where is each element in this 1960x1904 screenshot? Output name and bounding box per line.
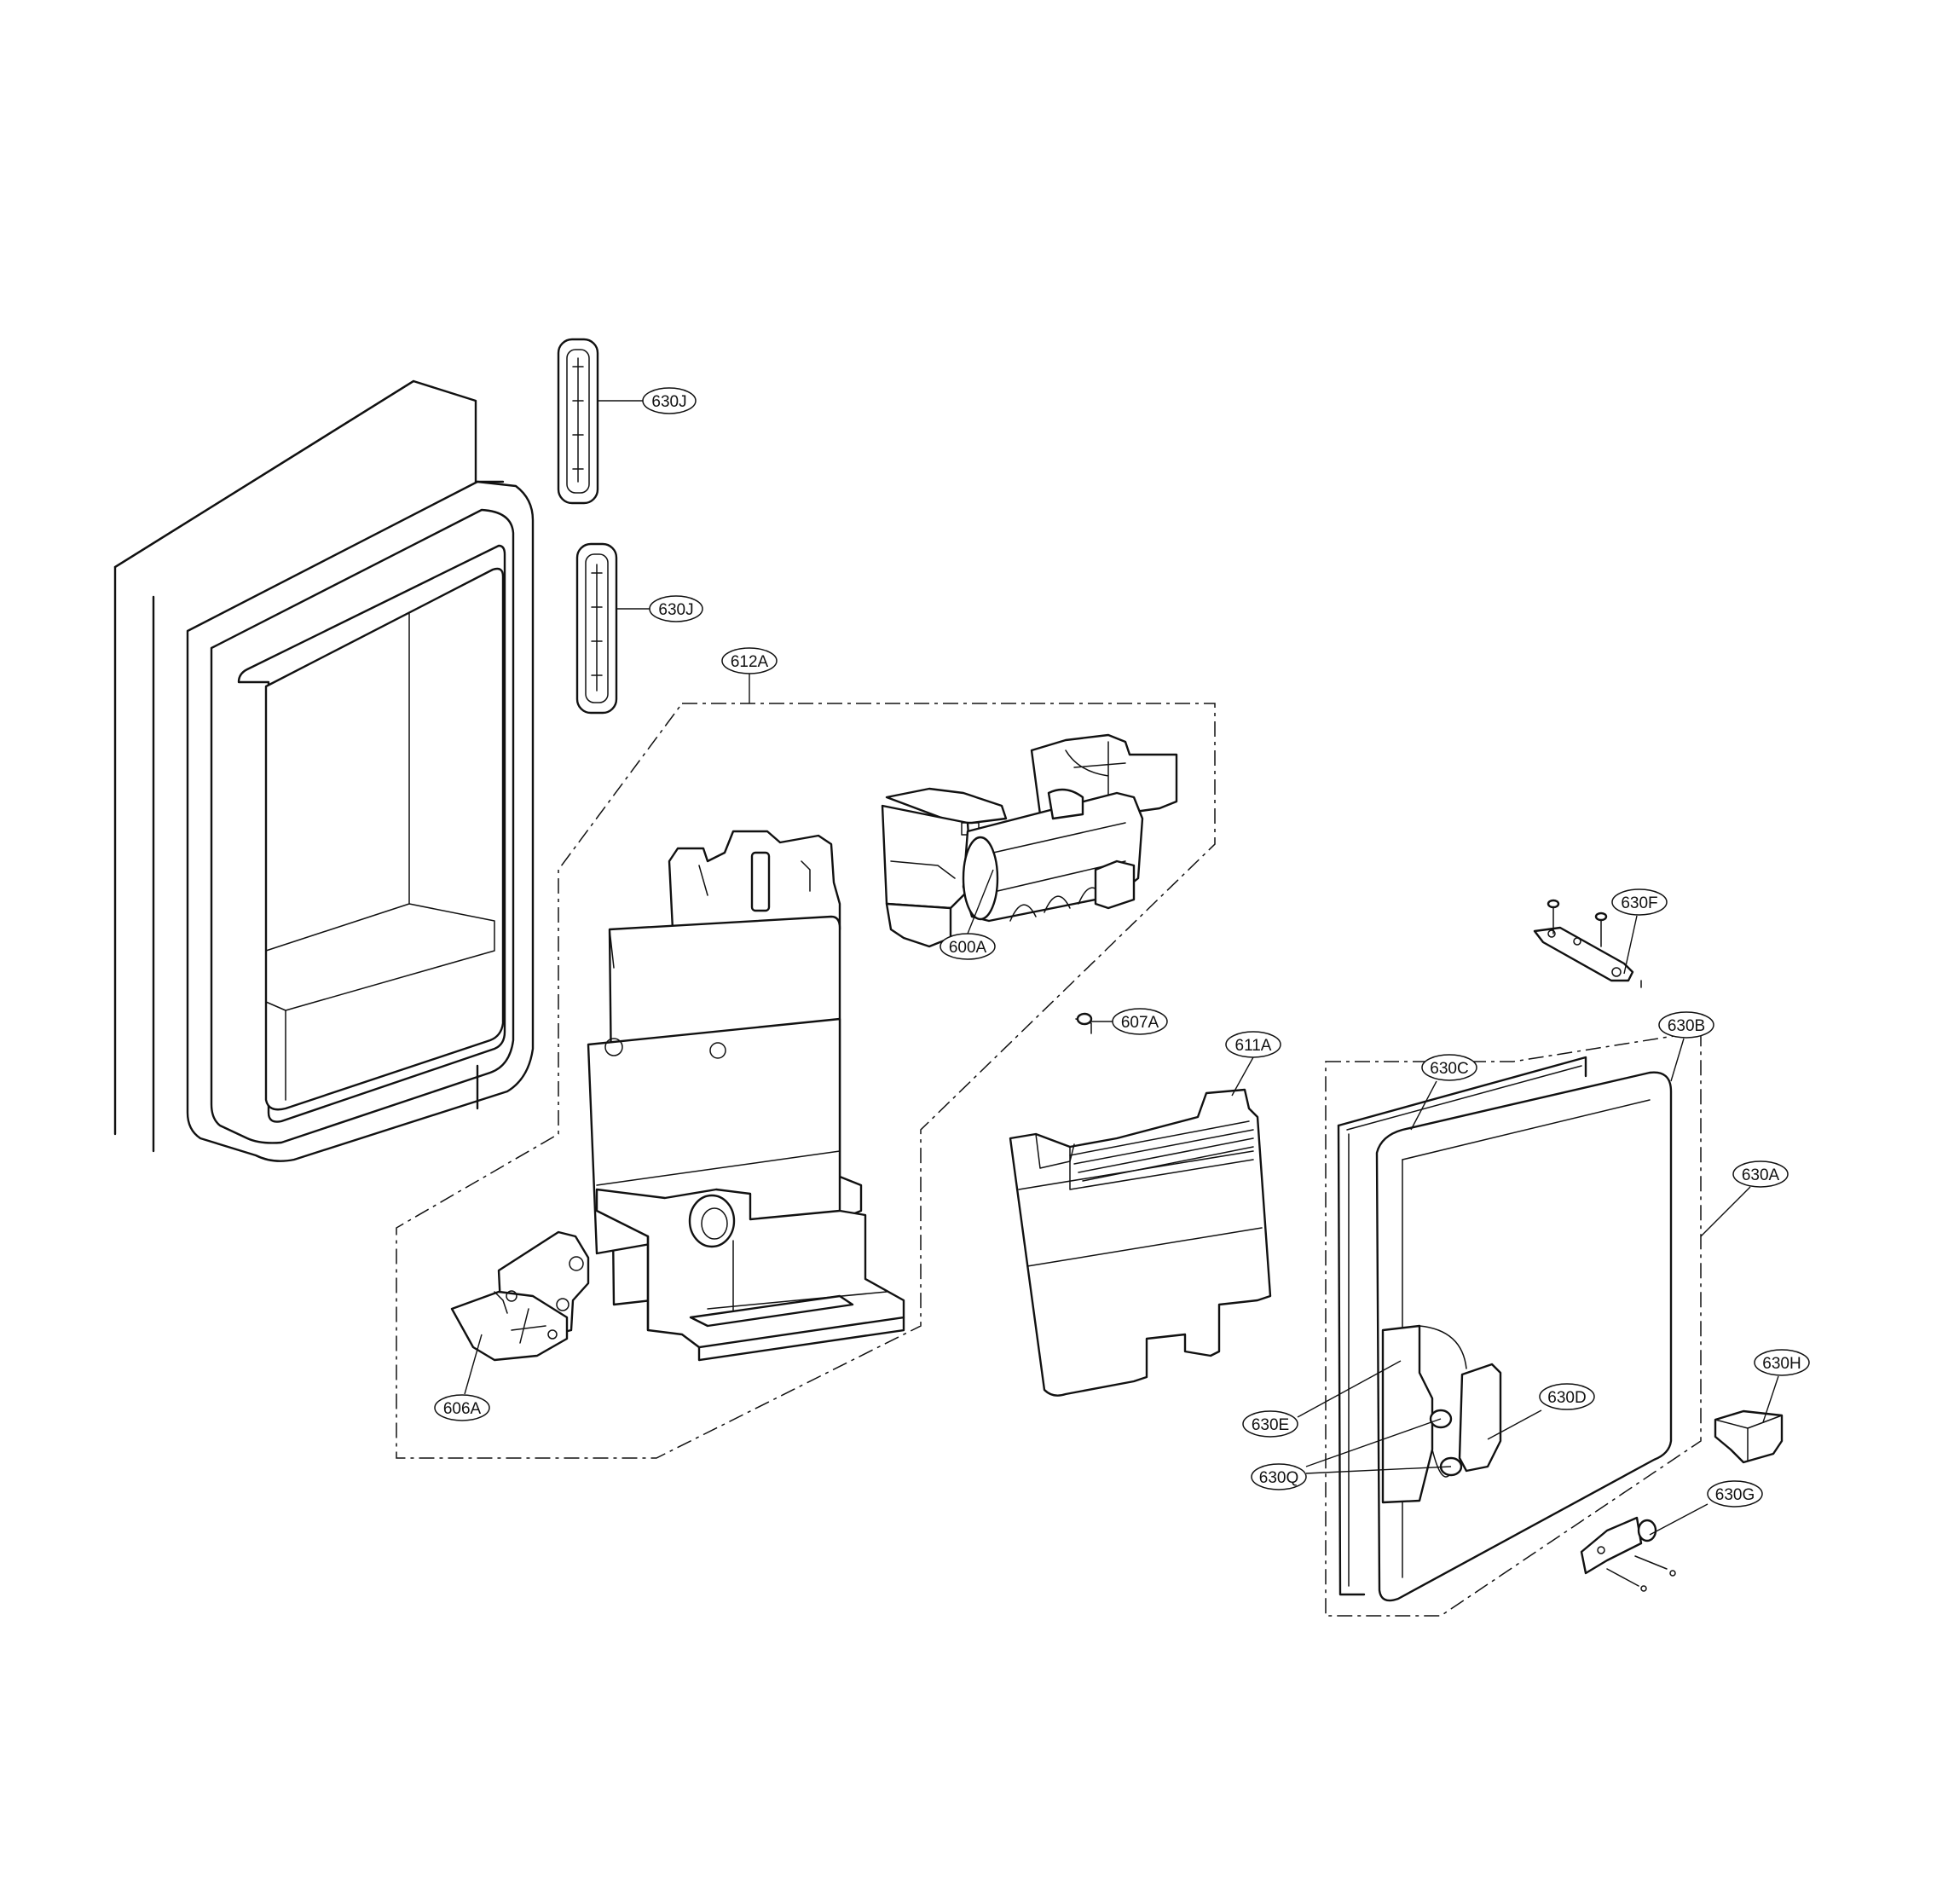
callout-label: 612A	[731, 653, 769, 671]
callout-630q: 630Q	[1251, 1463, 1307, 1490]
ice-bin-cover	[1009, 1088, 1272, 1397]
callout-label: 607A	[1121, 1014, 1159, 1032]
callout-label: 630G	[1715, 1486, 1755, 1504]
leader-lines	[464, 400, 1779, 1536]
callout-label: 600A	[949, 939, 987, 957]
part-630j-top	[557, 338, 599, 505]
callout-label: 630H	[1762, 1355, 1801, 1373]
callout-label: 630F	[1621, 894, 1657, 912]
part-606a-bracket	[450, 1230, 590, 1362]
top-hinge-630f	[1533, 899, 1642, 988]
callout-630c: 630C	[1421, 1054, 1477, 1081]
callout-630j-top: 630J	[642, 387, 697, 414]
callout-600a: 600A	[940, 933, 996, 960]
bottom-hinge-630g	[1580, 1516, 1676, 1592]
callout-label: 606A	[443, 1400, 482, 1418]
callout-label: 630J	[658, 601, 693, 619]
assembly-boundary-612a	[396, 703, 1216, 1459]
part-630h-clip	[1714, 1409, 1784, 1464]
ice-maker	[881, 733, 1178, 948]
callout-label: 630A	[1742, 1166, 1780, 1184]
callout-630f: 630F	[1611, 888, 1668, 916]
callout-630b: 630B	[1658, 1011, 1714, 1039]
door-gasket	[1337, 1056, 1587, 1596]
callout-label: 630Q	[1259, 1469, 1298, 1487]
callout-630h: 630H	[1754, 1349, 1810, 1376]
latch-assembly	[1381, 1324, 1502, 1504]
ice-bin-housing	[587, 830, 905, 1362]
callout-label: 611A	[1235, 1037, 1272, 1055]
part-607a-knob	[1075, 1012, 1093, 1034]
callout-label: 630D	[1547, 1389, 1586, 1407]
callout-611a: 611A	[1225, 1031, 1281, 1058]
callout-label: 630B	[1668, 1017, 1705, 1035]
callout-630g: 630G	[1707, 1480, 1763, 1508]
callout-630a: 630A	[1732, 1160, 1789, 1188]
callout-630d: 630D	[1539, 1383, 1595, 1410]
door-frame	[113, 379, 535, 1162]
part-630j-bottom	[575, 542, 618, 715]
callout-label: 630J	[651, 393, 686, 411]
callout-612a: 612A	[721, 647, 778, 674]
callout-607a: 607A	[1112, 1008, 1168, 1035]
callout-label: 630E	[1252, 1416, 1289, 1434]
callout-606a: 606A	[434, 1394, 490, 1421]
assembly-boundary-630a	[1325, 1031, 1702, 1617]
callout-630e: 630E	[1242, 1410, 1298, 1438]
callout-630j-bottom: 630J	[649, 595, 703, 622]
callout-label: 630C	[1430, 1060, 1468, 1078]
